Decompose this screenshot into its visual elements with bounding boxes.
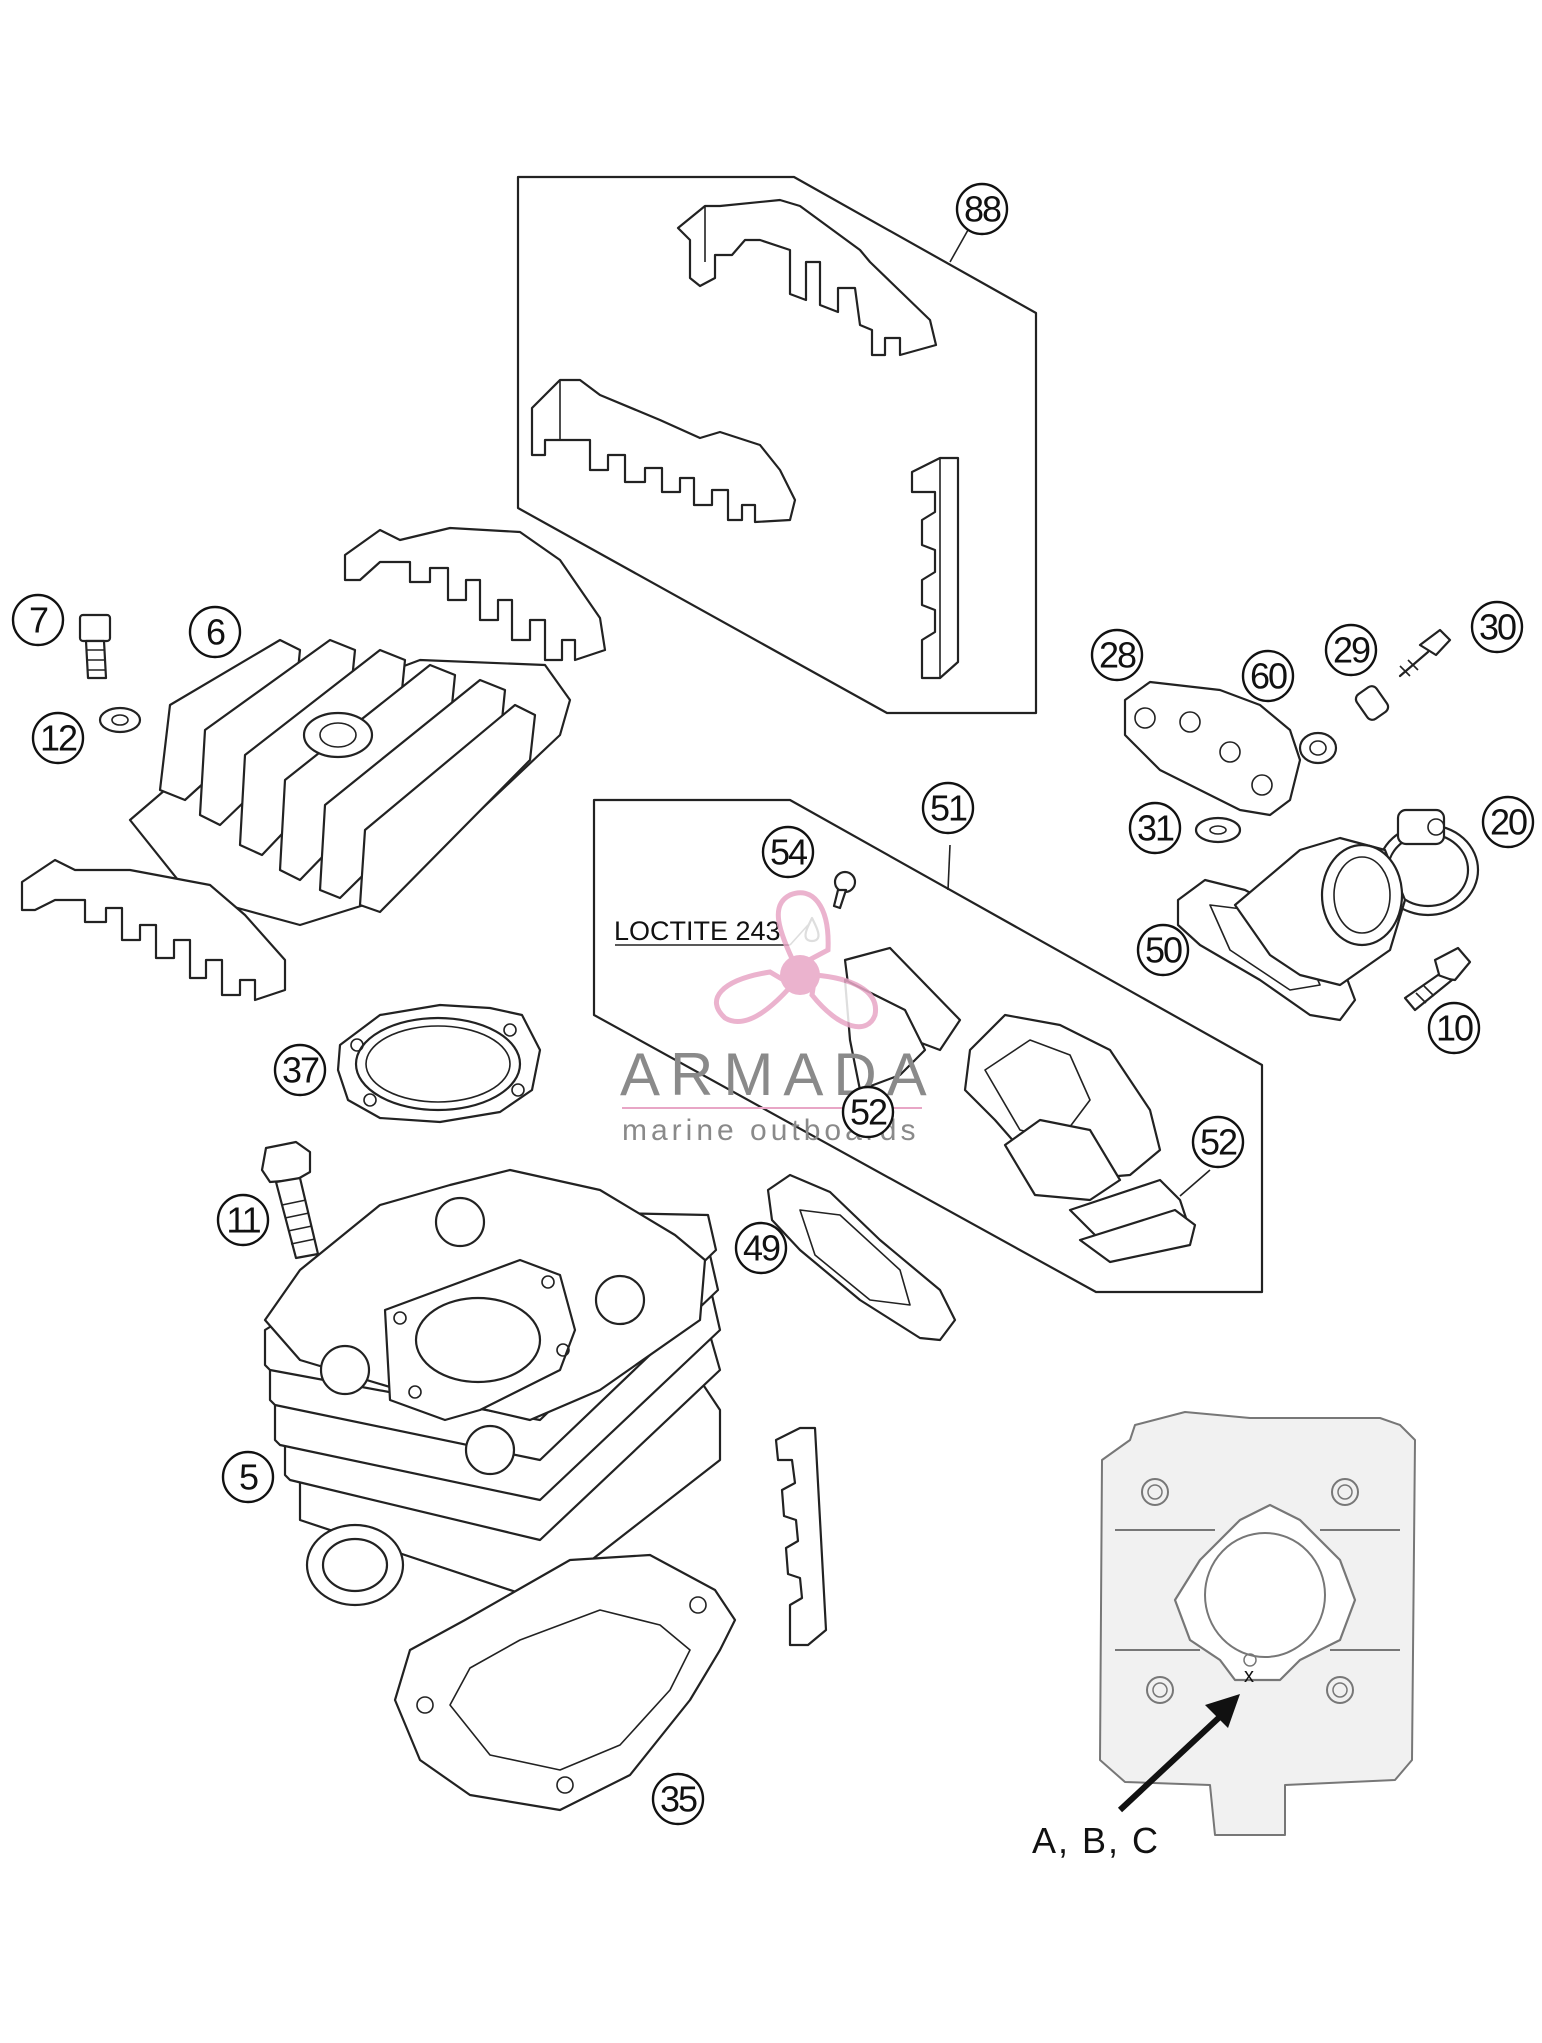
callout-88: 88 [955,182,1009,236]
callout-30: 30 [1470,600,1524,654]
callout-28: 28 [1090,628,1144,682]
callout-52-b: 52 [1191,1115,1245,1169]
callout-5: 5 [221,1450,275,1504]
callout-30-label: 30 [1479,607,1516,648]
callout-29: 29 [1324,623,1378,677]
cylinder-5 [263,1168,722,1607]
callout-51-label: 51 [930,788,967,829]
callout-28-label: 28 [1099,635,1136,676]
callout-50-label: 50 [1145,930,1182,971]
callout-35-label: 35 [660,1779,697,1820]
callout-37: 37 [273,1043,327,1097]
bolt-10 [1403,946,1472,1012]
callout-12: 12 [31,711,85,765]
kit-88-box [516,175,1038,715]
intake-manifold-50 [1176,836,1407,1022]
callout-10-label: 10 [1436,1008,1473,1049]
callout-11-label: 11 [226,1200,260,1241]
callout-52-a-label: 52 [850,1092,887,1133]
callout-20: 20 [1481,795,1535,849]
callout-10: 10 [1427,1001,1481,1055]
callout-51: 51 [921,781,975,835]
callout-88-label: 88 [964,189,1001,230]
gasket-49 [766,1173,957,1342]
reed-valve-kit-box [592,798,1264,1294]
callout-50: 50 [1136,923,1190,977]
cylinder-head-group [20,526,607,1002]
callout-7-label: 7 [29,600,48,641]
callout-52-b-label: 52 [1200,1122,1237,1163]
loctite-label: LOCTITE 243 [614,916,781,946]
bolt-11 [260,1140,320,1260]
callout-7: 7 [11,593,65,647]
reference-label: A, B, C [1032,1820,1160,1861]
intake-fittings [1123,628,1452,844]
callout-31: 31 [1128,801,1182,855]
callout-6: 6 [188,605,242,659]
callout-35: 35 [651,1772,705,1826]
callout-54: 54 [761,825,815,879]
callout-29-label: 29 [1333,630,1370,671]
callout-60-label: 60 [1250,656,1287,697]
callout-20-label: 20 [1490,802,1527,843]
callout-11: 11 [216,1193,270,1247]
callout-52-a: 52 [841,1085,895,1139]
foam-strip [774,1426,828,1647]
callout-31-label: 31 [1137,808,1174,849]
callout-60: 60 [1241,649,1295,703]
cylinder-detail-view: x A, B, C [1032,1411,1416,1861]
callout-54-label: 54 [770,832,807,873]
callout-49: 49 [734,1221,788,1275]
callout-6-label: 6 [206,612,225,653]
propeller-logo [713,890,878,1030]
callout-12-label: 12 [40,718,77,759]
callout-37-label: 37 [282,1050,319,1091]
callout-5-label: 5 [239,1457,258,1498]
detail-mark: x [1244,1665,1254,1687]
base-gasket-35 [393,1553,737,1812]
callout-49-label: 49 [743,1228,780,1269]
head-gasket-37 [336,1003,542,1124]
